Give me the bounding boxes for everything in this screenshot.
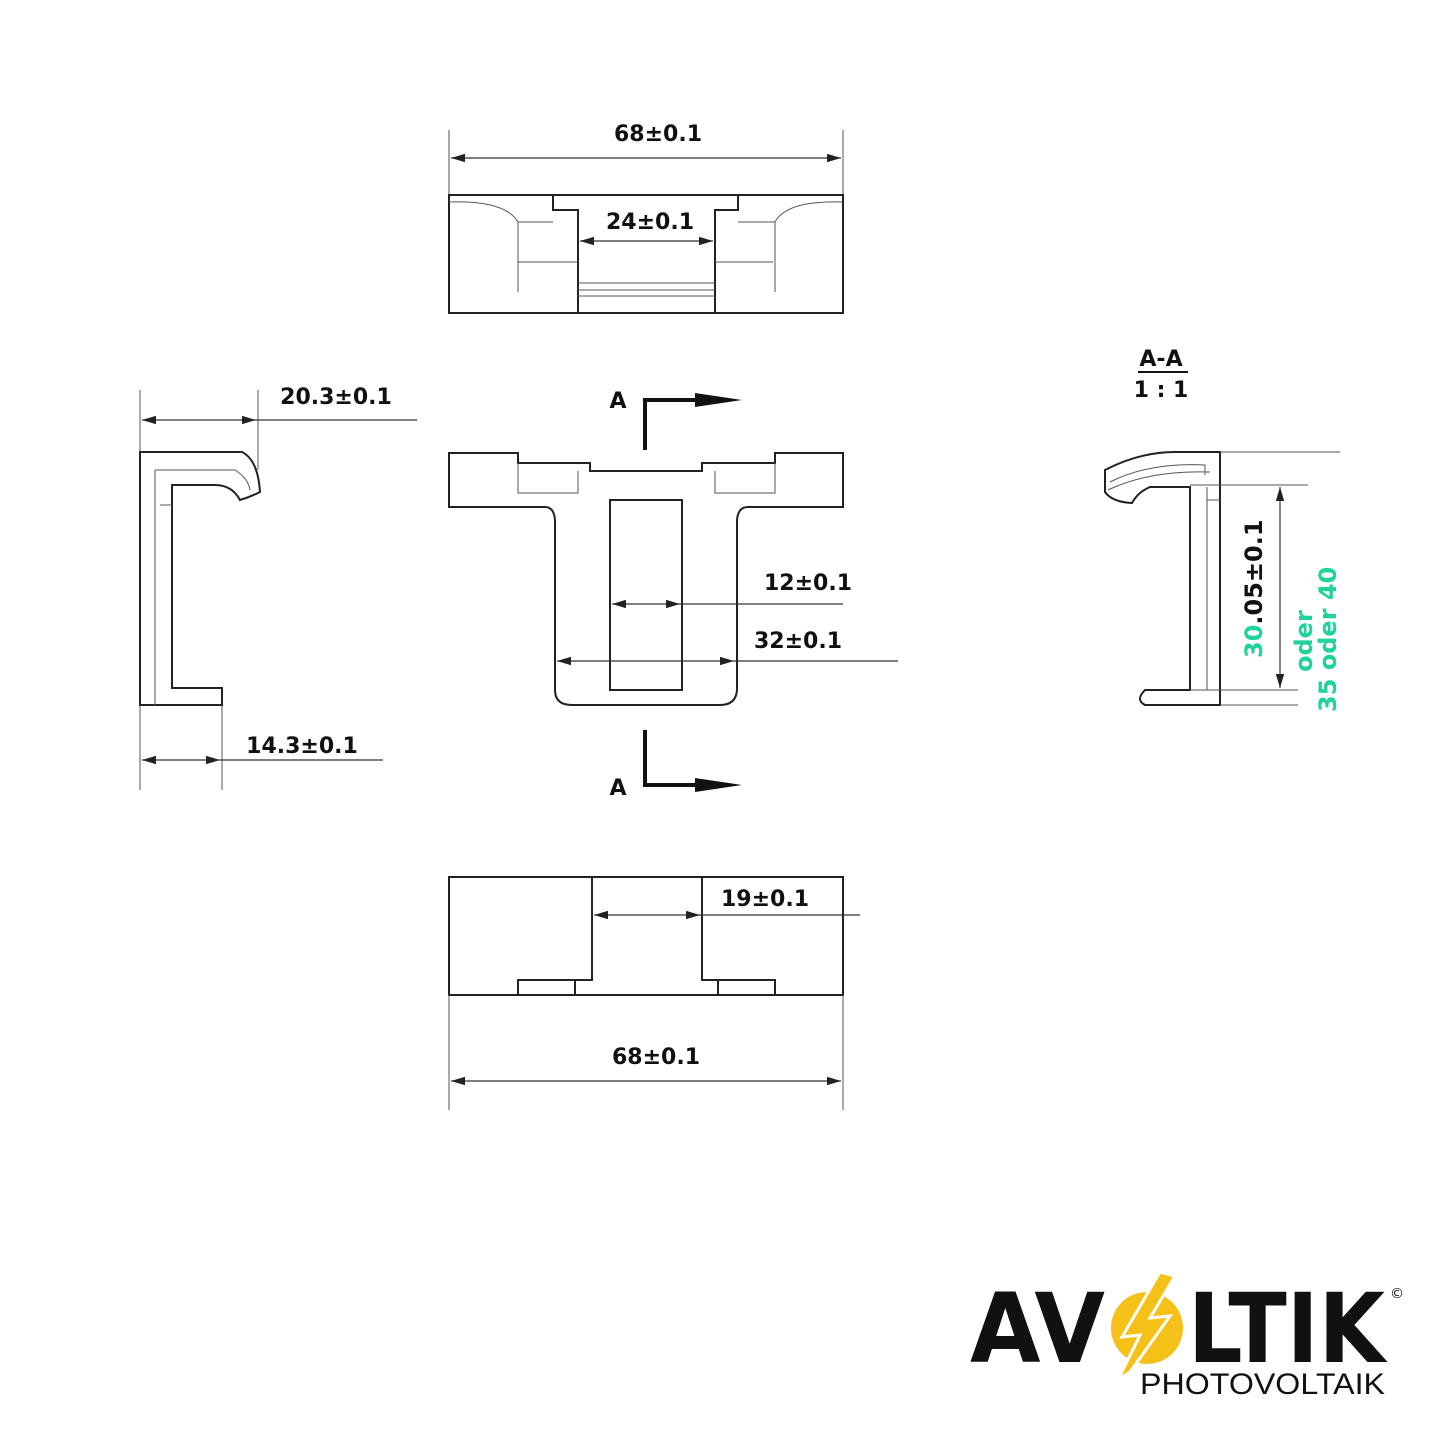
dim-alt-oder: oder [1290, 610, 1318, 672]
section-marker-bottom: A [609, 730, 742, 801]
svg-text:A: A [609, 389, 626, 414]
top-view: 68±0.1 24±0.1 [448, 122, 844, 314]
section-scale: 1 : 1 [1134, 378, 1189, 403]
section-title: A-A [1139, 347, 1182, 372]
lightning-bolt-icon [1114, 1270, 1178, 1385]
avoltik-logo: AV LTIK © PHOTOVOLTAIK [970, 1270, 1404, 1401]
section-marker-top: A [609, 389, 742, 450]
side-view: 20.3±0.1 14.3±0.1 [139, 385, 417, 790]
dim-bottom-gap: 19±0.1 [721, 887, 809, 912]
dim-alt-sizes: 35 oder 40 [1314, 567, 1342, 712]
logo-subtitle: PHOTOVOLTAIK [1140, 1368, 1385, 1401]
dim-top-slot: 24±0.1 [606, 210, 694, 235]
dim-section-height: 30.05±0.1 [1240, 519, 1268, 658]
front-view: 12±0.1 32±0.1 A A [448, 389, 898, 801]
svg-text:LTIK: LTIK [1188, 1273, 1388, 1385]
dim-side-depth: 20.3±0.1 [280, 385, 392, 410]
section-view: A-A 1 : 1 30.05±0.1 oder 35 oder 40 [1104, 347, 1342, 712]
dim-bottom-width: 68±0.1 [612, 1045, 700, 1070]
svg-text:A: A [609, 776, 626, 801]
dim-body-width: 32±0.1 [754, 629, 842, 654]
dim-top-width: 68±0.1 [614, 122, 702, 147]
dim-side-base: 14.3±0.1 [246, 734, 358, 759]
dim-slot-width: 12±0.1 [764, 571, 852, 596]
svg-text:©: © [1390, 1286, 1404, 1302]
svg-text:AV: AV [970, 1273, 1105, 1385]
bottom-view: 19±0.1 68±0.1 [448, 876, 860, 1110]
